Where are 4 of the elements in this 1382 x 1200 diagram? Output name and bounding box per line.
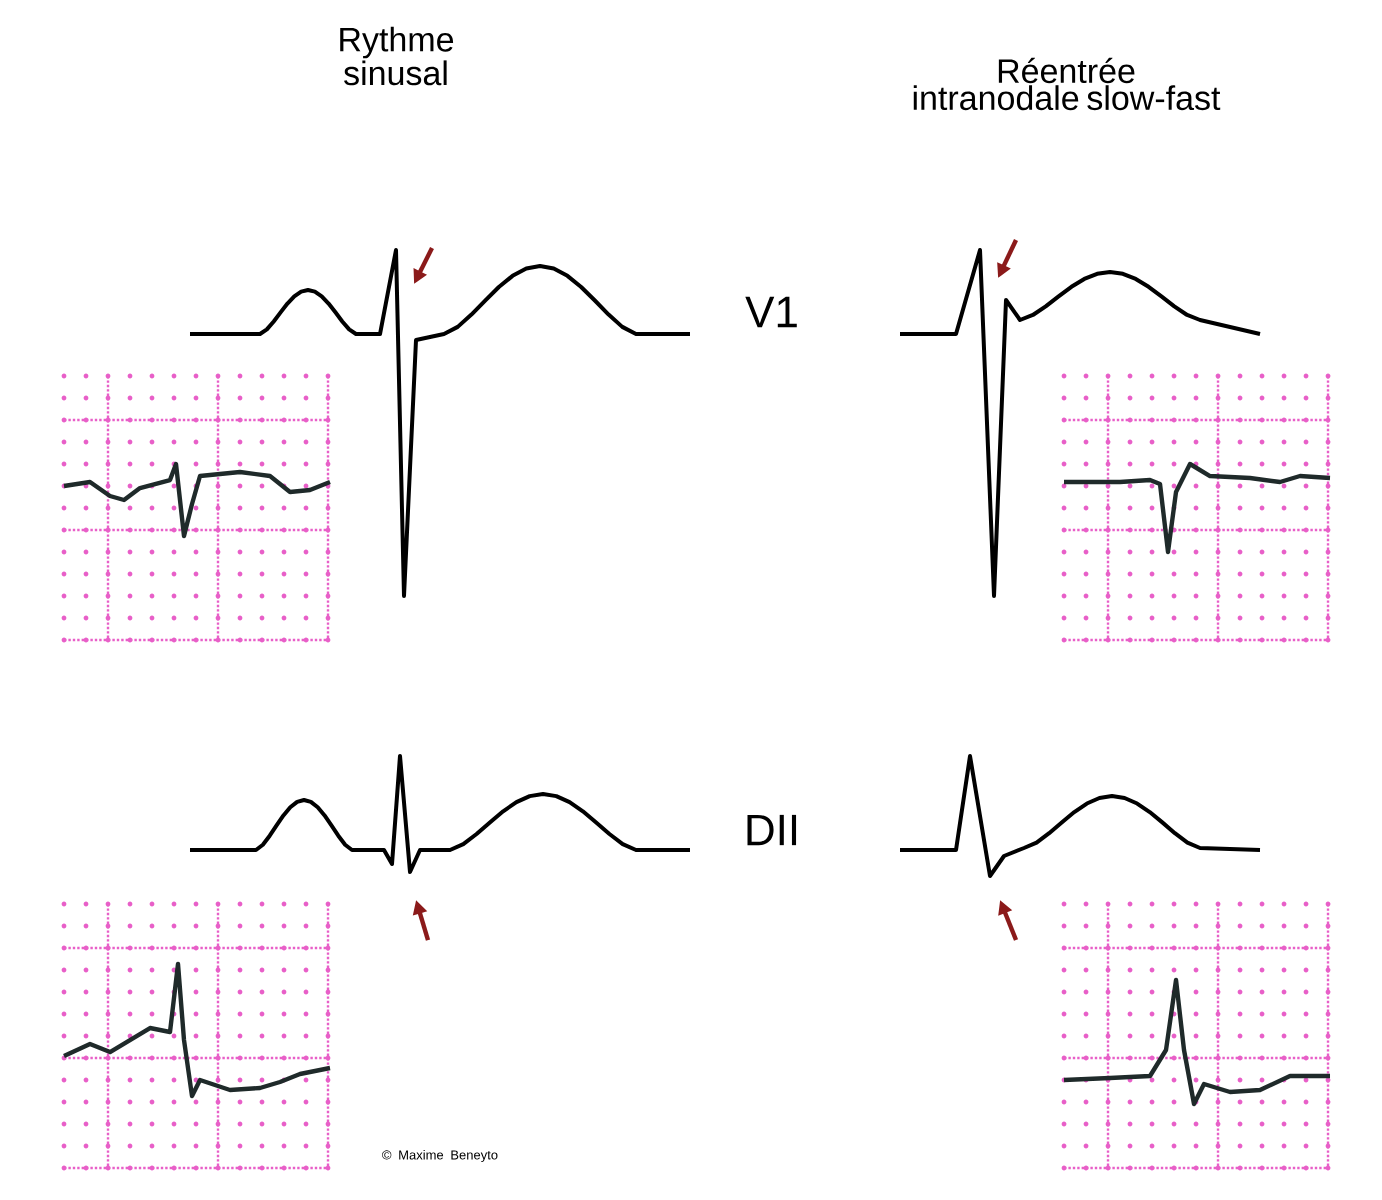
heading: Réentrée intranodale slow-fast xyxy=(913,57,1221,111)
lead-name: V1 xyxy=(745,296,797,328)
heading: Rythme sinusal xyxy=(340,26,454,86)
lead-name: DII xyxy=(747,814,797,846)
